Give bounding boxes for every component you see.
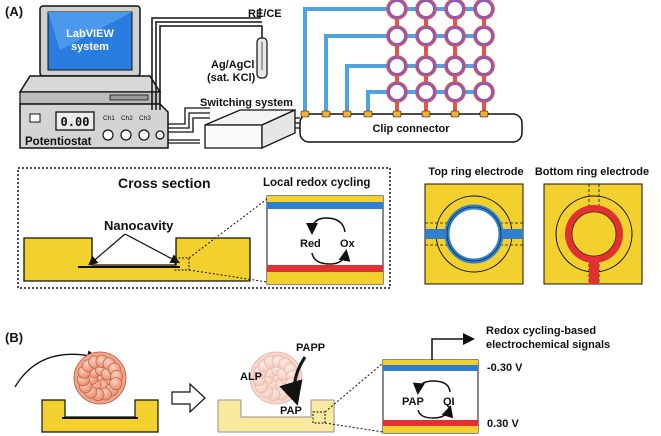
redox-cycle-arrows-b — [412, 380, 454, 419]
voltage-bottom-label: 0.30 V — [487, 418, 519, 430]
connector-pad — [321, 110, 331, 118]
labview-label-2: system — [71, 41, 109, 53]
redox-box-b — [382, 359, 479, 434]
zoom-lines — [188, 198, 268, 283]
array-ring-electrode — [415, 55, 437, 77]
array-ring-electrode — [386, 55, 408, 77]
array-ring-electrode — [444, 0, 466, 20]
cell-aggregate — [73, 351, 127, 405]
array-ring-electrode — [415, 0, 437, 20]
nanocavity-label: Nanocavity — [104, 218, 174, 233]
connector-pad — [450, 110, 460, 118]
labview-label-1: LabVIEW — [66, 28, 114, 40]
array-ring-electrode — [415, 25, 437, 47]
clip-connector — [299, 113, 523, 143]
zoom-box-b — [312, 411, 326, 424]
ch3-label: Ch3 — [139, 115, 151, 122]
local-redox-title: Local redox cycling — [263, 177, 370, 189]
top-ring-title: Top ring electrode — [428, 166, 523, 178]
panel-a-label: (A) — [5, 4, 23, 19]
re-ce-label: RE/CE — [248, 8, 282, 20]
cavity-1 — [41, 399, 159, 433]
cross-section-substrate — [23, 237, 251, 282]
connector-pad — [479, 110, 489, 118]
bottom-ring-title: Bottom ring electrode — [535, 166, 649, 178]
local-redox-box — [266, 195, 384, 285]
drop-arrow — [14, 350, 98, 388]
nanocavity-pointers — [88, 233, 181, 266]
ring-electrode-array — [386, 0, 495, 103]
zoom-box — [174, 257, 190, 271]
signal-arrow — [431, 333, 475, 360]
qi-label: QI — [443, 396, 455, 408]
array-ring-electrode — [473, 81, 495, 103]
ch2-label: Ch2 — [121, 115, 133, 122]
cross-section-frame — [17, 167, 391, 289]
alp-label: ALP — [240, 371, 262, 383]
red-label: Red — [300, 238, 321, 250]
array-ring-electrode — [473, 25, 495, 47]
array-ring-electrode — [444, 25, 466, 47]
top-ring-electrode — [424, 183, 524, 285]
pap-label: PAP — [402, 396, 424, 408]
potentiostat-label: Potentiostat — [25, 136, 92, 148]
connector-pad — [421, 110, 431, 118]
cross-section-title: Cross section — [118, 175, 211, 191]
potentiostat-cables — [168, 107, 210, 144]
panel-b-label: (B) — [5, 330, 23, 345]
switching-box — [204, 108, 296, 150]
switch-to-clip-cables — [295, 117, 300, 129]
potentiostat-display: 0.00 — [61, 115, 90, 129]
array-ring-electrode — [386, 81, 408, 103]
cavity-2 — [217, 399, 335, 433]
array-ring-electrode — [386, 25, 408, 47]
clip-connector-label: Clip connector — [372, 123, 450, 135]
connector-pad — [342, 110, 352, 118]
switching-label: Switching system — [200, 97, 293, 109]
ch1-knob — [102, 129, 114, 141]
connector-pads — [300, 110, 489, 118]
voltage-top-label: -0.30 V — [487, 362, 523, 374]
sat-kcl-label: (sat. KCl) — [207, 72, 256, 84]
signals-label-1: Redox cycling-based — [486, 325, 596, 337]
connector-pad — [300, 110, 310, 118]
ch2-knob — [120, 129, 132, 141]
papp-to-pap-arrow — [279, 356, 307, 406]
array-ring-electrode — [444, 55, 466, 77]
connector-pad — [392, 110, 402, 118]
process-arrow — [171, 382, 206, 414]
array-ring-electrode — [473, 55, 495, 77]
potentiostat-device: 0.00 Potentiostat Ch1 Ch2 Ch3 — [19, 103, 169, 149]
connector-pad — [363, 110, 373, 118]
ch3-knob — [138, 129, 150, 141]
reference-wires — [151, 8, 263, 110]
array-ring-electrode — [415, 81, 437, 103]
redox-cycle-arrows — [306, 217, 351, 265]
zoom-lines-b — [324, 362, 384, 433]
papp-label: PAPP — [296, 342, 325, 354]
ag-agcl-electrode — [256, 37, 268, 79]
array-ring-electrode — [473, 0, 495, 20]
ch1-label: Ch1 — [103, 115, 115, 122]
signals-label-2: electrochemical signals — [486, 339, 610, 351]
array-ring-electrode — [444, 81, 466, 103]
array-ring-electrode — [386, 0, 408, 20]
bottom-ring-electrode — [543, 183, 643, 285]
red-wiring — [395, 9, 486, 113]
pap-center-label: PAP — [280, 405, 302, 417]
ox-label: Ox — [340, 238, 356, 250]
computer-monitor: LabVIEW system — [18, 5, 162, 105]
ag-agcl-label: Ag/AgCl — [211, 59, 254, 71]
